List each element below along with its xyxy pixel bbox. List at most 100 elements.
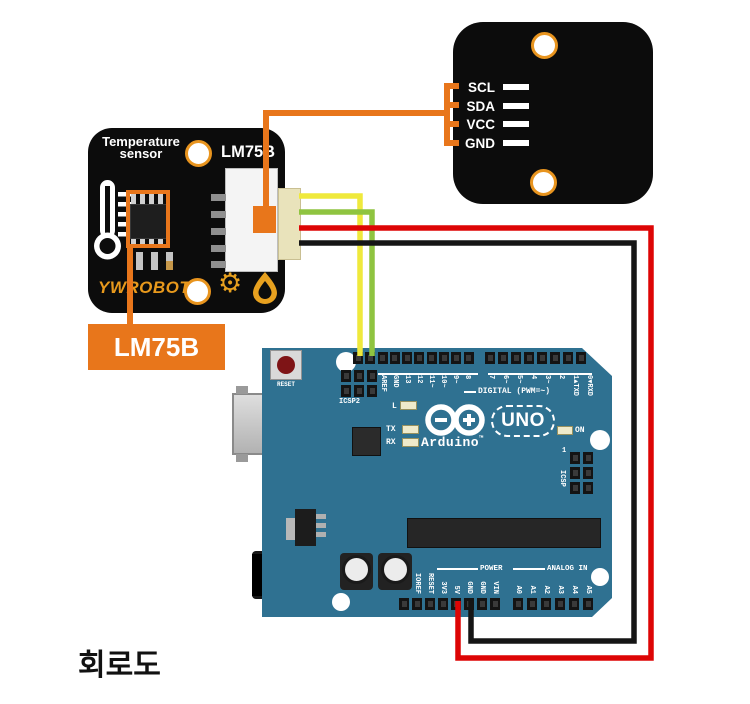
solder-pad bbox=[151, 252, 158, 270]
uno-model-badge: UNO bbox=[491, 405, 555, 437]
page-title: 회로도 bbox=[78, 648, 161, 683]
analog-caption: ANALOG IN bbox=[547, 565, 588, 573]
sensor-title-line2: sensor bbox=[119, 146, 163, 161]
header-pin bbox=[377, 352, 388, 364]
gold-pad bbox=[166, 261, 173, 270]
scl-wire-yellow bbox=[299, 193, 363, 356]
header-pin bbox=[341, 370, 351, 382]
header-pin bbox=[341, 385, 351, 397]
header-pin bbox=[354, 370, 364, 382]
header-pin bbox=[555, 598, 565, 610]
sensor-title: Temperature sensor bbox=[94, 134, 188, 161]
lm75b-callout-label: LM75B bbox=[88, 324, 225, 370]
regulator-tab bbox=[286, 518, 296, 540]
capacitor bbox=[381, 555, 410, 584]
header-pin bbox=[439, 352, 450, 364]
header-pin bbox=[412, 598, 422, 610]
header-pin bbox=[451, 598, 461, 610]
flame-icon bbox=[253, 272, 277, 304]
header-pin bbox=[463, 352, 474, 364]
pin-label-0-rx: 0▼RXD bbox=[585, 375, 593, 397]
header-pin bbox=[498, 352, 508, 364]
connector-pin bbox=[211, 194, 226, 201]
led-on bbox=[557, 426, 573, 435]
mounting-hole bbox=[591, 568, 609, 586]
usb-interface-chip bbox=[352, 427, 381, 456]
led-rx-label: RX bbox=[386, 438, 396, 447]
header-pin bbox=[353, 352, 363, 364]
pin-label-1-tx: 1▲TXD bbox=[571, 375, 579, 397]
pin-label-a2: A2 bbox=[542, 585, 550, 594]
pin-label-a4: A4 bbox=[570, 585, 578, 594]
arduino-uno-board: RESET AREF GND 13 12 11~ 10~ 9~ 8 7 6~ 5… bbox=[262, 348, 612, 617]
pin-label-sda: SDA bbox=[466, 98, 495, 114]
digital-header-right bbox=[485, 352, 586, 364]
digital-header-left bbox=[353, 352, 474, 364]
pin-label-a1: A1 bbox=[528, 585, 536, 594]
pin-label-7: 7 bbox=[487, 375, 495, 380]
sensor-title-line1: Temperature bbox=[102, 134, 180, 149]
header-pin bbox=[464, 598, 474, 610]
digital-caption: DIGITAL (PWM=~) bbox=[478, 387, 551, 396]
pin-label-9: 9~ bbox=[451, 375, 459, 384]
pin-label-3v3: 3V3 bbox=[439, 581, 447, 594]
atmega-chip bbox=[407, 518, 601, 548]
trademark-symbol: ™ bbox=[479, 435, 484, 444]
mounting-hole bbox=[184, 278, 211, 305]
header-pin bbox=[389, 352, 400, 364]
header-pin bbox=[511, 352, 521, 364]
mounting-hole bbox=[332, 593, 350, 611]
temperature-sensor-module: Temperature sensor LM75B bbox=[88, 128, 301, 313]
header-pin bbox=[537, 352, 547, 364]
icsp-label: ICSP bbox=[558, 470, 566, 487]
ic-legs-top bbox=[131, 192, 163, 205]
led-l-label: L bbox=[392, 402, 397, 411]
icsp-pin1-marker: 1 bbox=[562, 447, 567, 455]
callout-text: LM75B bbox=[113, 331, 200, 362]
mounting-hole bbox=[185, 140, 212, 167]
header-pin bbox=[570, 482, 580, 494]
solder-pad bbox=[503, 139, 529, 147]
header-pin bbox=[524, 352, 534, 364]
lm75b-breakout-board: SCL SDA VCC GND bbox=[453, 22, 653, 204]
pin-label-vin: VIN bbox=[491, 581, 499, 594]
mounting-hole bbox=[530, 169, 557, 196]
header-pin bbox=[438, 598, 448, 610]
reset-button bbox=[270, 350, 302, 380]
header-pin bbox=[570, 467, 580, 479]
header-pin bbox=[477, 598, 487, 610]
ic-highlight-box bbox=[126, 190, 170, 248]
pin-row-sda: SDA bbox=[459, 98, 529, 114]
uno-text: UNO bbox=[501, 410, 545, 431]
header-pin bbox=[541, 598, 551, 610]
header-pin bbox=[425, 598, 435, 610]
pin-label-gnd: GND bbox=[391, 375, 399, 388]
pin-label-2: 2 bbox=[557, 375, 565, 380]
header-pin bbox=[563, 352, 573, 364]
connector-pin bbox=[211, 245, 226, 252]
header-pin bbox=[583, 452, 593, 464]
pin-label-a5: A5 bbox=[584, 585, 592, 594]
header-pin bbox=[367, 385, 377, 397]
regulator-leg bbox=[316, 523, 326, 528]
led-tx bbox=[402, 425, 419, 434]
connector-pin bbox=[211, 261, 226, 268]
led-l bbox=[400, 401, 417, 410]
thermometer-icon bbox=[94, 180, 131, 260]
icsp2-label: ICSP2 bbox=[339, 398, 361, 406]
reset-button-cap bbox=[277, 356, 295, 374]
pin-label-reset: RESET bbox=[426, 572, 434, 594]
pin-label-gnd1: GND bbox=[465, 581, 473, 594]
pin-label-scl: SCL bbox=[468, 79, 495, 95]
pin-label-3: 3~ bbox=[543, 375, 551, 384]
header-pin bbox=[485, 352, 495, 364]
pin-label-11: 11~ bbox=[427, 375, 435, 388]
pin-label-ioref: IOREF bbox=[413, 572, 421, 594]
sda-wire-green bbox=[299, 209, 375, 356]
voltage-regulator bbox=[295, 509, 316, 546]
usb-tab bbox=[236, 386, 248, 394]
header-pin bbox=[583, 467, 593, 479]
analog-header bbox=[513, 598, 593, 610]
header-pin bbox=[399, 598, 409, 610]
arduino-brand-text: Arduino™ bbox=[421, 435, 484, 450]
